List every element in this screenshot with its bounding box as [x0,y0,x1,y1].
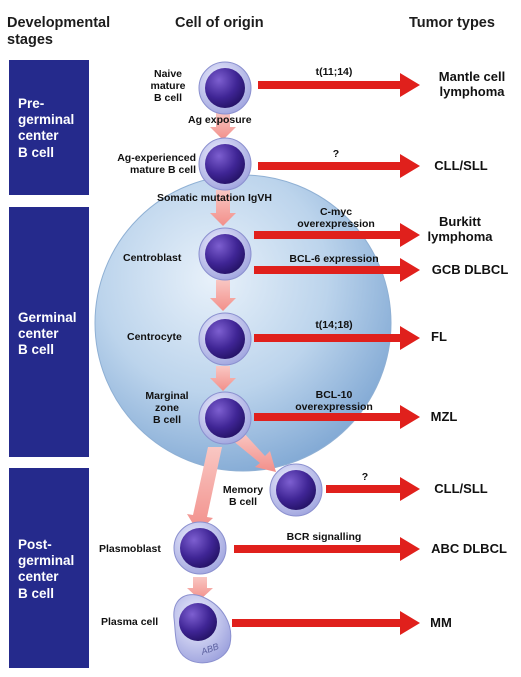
cell-centroblast [198,227,252,281]
cell-plasma [173,594,232,664]
tumor-cll-sll-1: CLL/SLL [434,158,488,173]
red-arrow [254,258,420,282]
red-arrow [254,326,420,350]
stage-label-pre-germinal: Pre- germinal center B cell [18,96,75,160]
red-arrow [234,537,420,561]
cell-label-ag-experienced: Ag-experienced mature B cell [117,152,196,177]
red-arrow [254,405,420,429]
red-arrow [232,611,420,635]
tumor-cll-sll-2: CLL/SLL [434,481,488,496]
tumor-mm: MM [430,615,452,630]
cell-label-centrocyte: Centrocyte [127,331,182,343]
arrow-label-t11-14: t(11;14) [315,66,353,78]
red-arrow [258,73,420,97]
red-arrow [258,154,420,178]
tumor-mzl: MZL [430,409,458,424]
arrow-label-cmyc: C-myc overexpression [297,206,375,231]
cell-marginal-zone [198,391,252,445]
cell-ag-experienced [198,137,252,191]
stage-box-post-germinal: Post- germinal center B cell [9,468,89,668]
cell-centrocyte [198,312,252,366]
red-arrow [254,223,420,247]
stage-label-germinal: Germinal center B cell [18,310,77,358]
arrow-label-bcr: BCR signalling [286,531,362,543]
tumor-arrows [232,73,420,635]
transition-label-somatic-mutation: Somatic mutation IgVH [157,192,272,204]
stage-box-germinal: Germinal center B cell [9,207,89,457]
arrow-label-t14-18: t(14;18) [315,319,353,331]
arrow-label-unknown-1: ? [332,148,340,160]
pink-arrow [187,577,213,600]
cell-memory [269,463,323,517]
transition-arrows [187,112,276,600]
cell-label-marginal-zone: Marginal zone B cell [145,390,189,427]
header-tumor-types: Tumor types [409,15,495,31]
arrow-label-bcl10: BCL-10 overexpression [295,389,373,414]
tumor-abc-dlbcl: ABC DLBCL [431,541,507,556]
cell-label-plasma: Plasma cell [101,616,159,628]
tumor-fl: FL [431,329,447,344]
arrow-label-unknown-2: ? [361,471,369,483]
cell-plasmoblast [173,521,227,575]
pink-arrow [232,432,276,472]
stage-label-post-germinal: Post- germinal center B cell [18,537,75,601]
pink-arrow [210,280,236,311]
cell-label-memory: Memory B cell [222,484,264,509]
cell-label-naive: Naive mature B cell [150,68,186,105]
header-developmental-stages: Developmental stages [7,15,111,48]
cell-label-centroblast: Centroblast [123,252,182,264]
stage-box-pre-germinal: Pre- germinal center B cell [9,60,89,195]
pink-arrow [210,112,236,140]
pink-arrow [187,447,222,532]
red-arrow [326,477,420,501]
transition-label-ag-exposure: Ag exposure [188,114,252,126]
tumor-gcb-dlbcl: GCB DLBCL [431,262,509,277]
header-cell-of-origin: Cell of origin [175,15,264,31]
arrow-label-bcl6: BCL-6 expression [289,253,379,265]
pink-arrow [210,366,236,391]
tumor-mantle-cell-lymphoma: Mantle cell lymphoma [438,69,506,99]
cell-label-plasmoblast: Plasmoblast [99,543,161,555]
pink-arrow [210,190,236,226]
tumor-burkitt-lymphoma: Burkitt lymphoma [427,214,493,244]
cell-naive [198,61,252,115]
